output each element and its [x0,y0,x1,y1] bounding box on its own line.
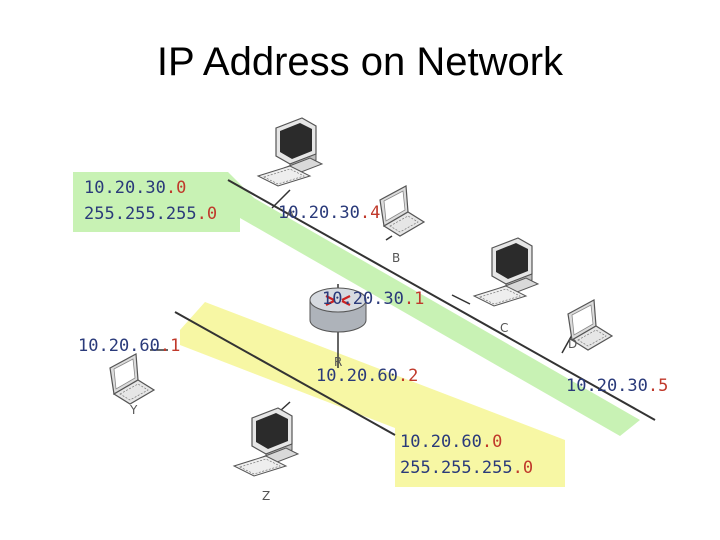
network-mask-top: 255.255.255.0 [84,204,217,224]
ip-label-r-top: 10.20.30.1 [322,289,424,309]
network-band-top [73,172,640,436]
laptop-y-icon[interactable] [109,353,155,405]
node-label-y: Y [129,403,138,417]
drop-line-b [385,235,393,241]
network-band-bottom [180,302,565,487]
node-label-r: R [334,355,342,369]
drop-line-a [271,189,291,209]
network-mask-bottom: 255.255.255.0 [400,458,533,478]
drop-line-d [561,334,573,354]
ip-label-r-bottom: 10.20.60.2 [316,366,418,386]
ip-label-a: 10.20.30.4 [278,203,380,223]
router-icon[interactable] [309,287,367,333]
laptop-b-icon[interactable] [379,185,425,237]
node-label-c: C [500,321,508,335]
network-line-top [227,179,656,421]
computer-c-icon[interactable] [473,237,539,307]
network-line-bottom [174,311,396,436]
network-address-top: 10.20.30.0 [84,178,186,198]
drop-line-c [451,294,471,305]
network-address-bottom: 10.20.60.0 [400,432,502,452]
node-label-z: Z [262,489,270,503]
ip-label-d: 10.20.30.5 [566,376,668,396]
computer-a-icon[interactable] [257,117,323,187]
node-label-b: B [392,251,400,265]
ip-label-y: 10.20.60.1 [78,336,180,356]
page-title: IP Address on Network [156,40,564,84]
node-label-d: D [568,337,577,351]
node-label-a: A [286,207,295,221]
computer-z-icon[interactable] [233,407,299,477]
